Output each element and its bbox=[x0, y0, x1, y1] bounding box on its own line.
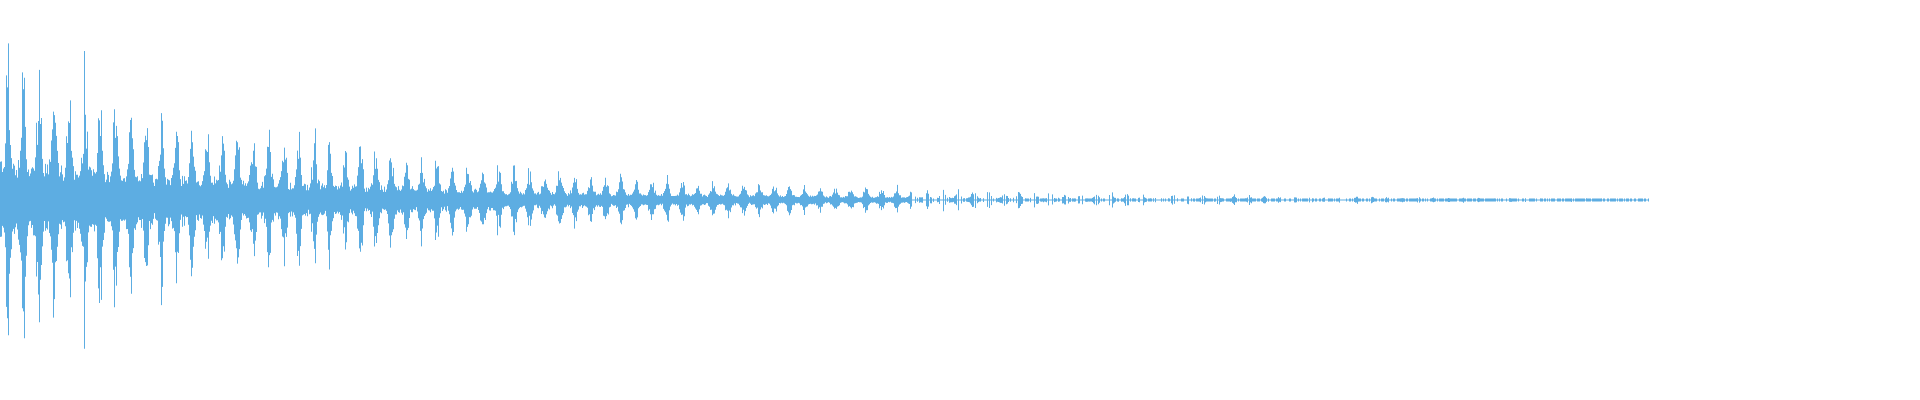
waveform-samples bbox=[0, 43, 1649, 349]
